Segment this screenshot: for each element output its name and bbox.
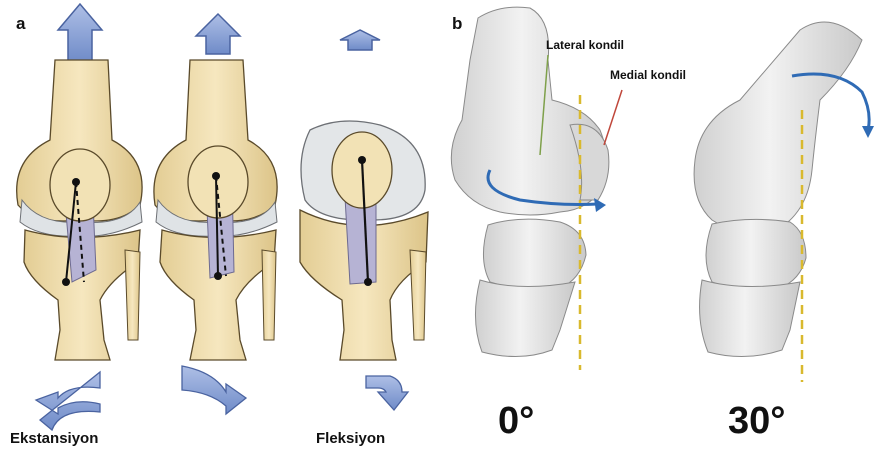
angle-30-label: 30° [728, 400, 785, 443]
rotation-arrow-flexion [366, 376, 408, 410]
knee-mid [154, 60, 277, 360]
knee-extension [17, 60, 142, 360]
knee-3d-30deg [694, 22, 874, 382]
up-arrow-flexion [340, 30, 380, 50]
rotation-arrow-extension [36, 372, 100, 430]
knee-3d-0deg [451, 7, 622, 370]
panel-a-letter: a [16, 14, 25, 34]
lateral-condyle-label: Lateral kondil [546, 38, 624, 52]
angle-0-label: 0° [498, 400, 534, 443]
extension-label: Ekstansiyon [10, 430, 98, 447]
knee-flexion [300, 121, 428, 360]
up-arrow-extension [58, 4, 102, 62]
panel-b-letter: b [452, 14, 462, 34]
up-arrow-mid [196, 14, 240, 54]
rotation-arrow-mid [182, 366, 246, 414]
medial-condyle-label: Medial kondil [610, 68, 686, 82]
flexion-label: Fleksiyon [316, 430, 385, 447]
